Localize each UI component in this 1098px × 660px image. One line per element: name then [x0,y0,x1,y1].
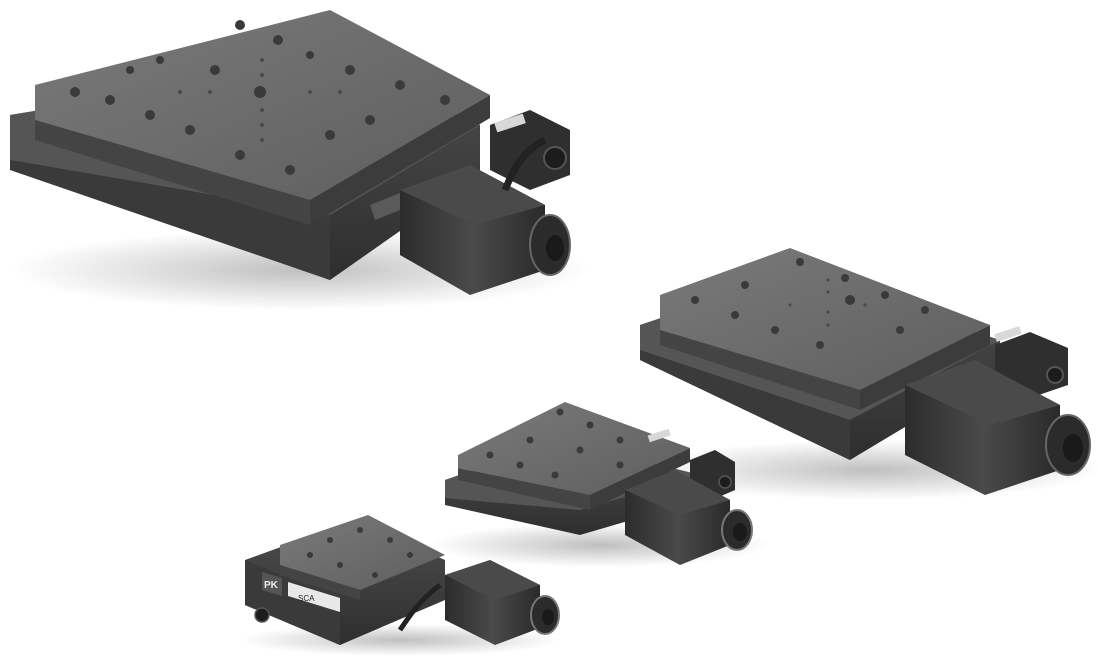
brand-label: PK [264,580,279,591]
model-label-plate: SCA [288,582,340,612]
medium-stage [430,402,770,567]
model-label: SCA [298,594,315,603]
large-stage [10,10,590,310]
medium-large-stage [640,248,1098,500]
brand-plate: PK [262,572,282,596]
small-stage: PK SCA [240,515,560,656]
